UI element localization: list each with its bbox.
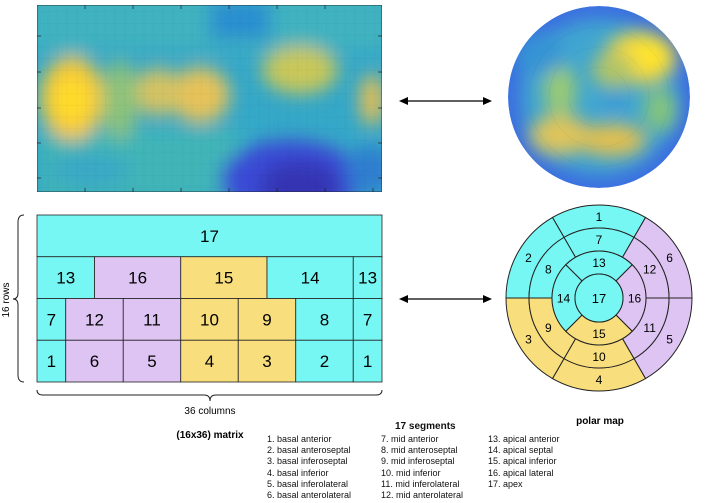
polar-segment-label: 15 (592, 327, 606, 341)
columns-label: 36 columns (184, 406, 235, 417)
legend-item: 10. mid inferior (381, 467, 441, 478)
matrix-cell-13 (352, 256, 383, 299)
matrix-cell-10 (180, 298, 239, 341)
polar-segment-17 (574, 273, 624, 323)
polar-segment-label: 2 (525, 251, 532, 265)
rows-label: 16 rows (1, 282, 12, 317)
matrix-cell-16 (94, 256, 182, 299)
polar-segment-label: 9 (545, 321, 552, 335)
matrix-cell-label: 17 (200, 227, 219, 246)
legend-item: 11. mid inferolateral (381, 478, 460, 489)
polar-segment-label: 11 (643, 321, 656, 335)
matrix-cell-12 (65, 298, 124, 341)
legend-item: 6. basal anterolateral (267, 490, 352, 501)
polar-heatmap-image (508, 6, 690, 188)
legend-item: 14. apical septal (488, 445, 554, 456)
legend-item: 4. basal inferior (267, 467, 329, 478)
polar-segment-label: 8 (545, 262, 552, 276)
matrix-cell-label: 5 (147, 352, 156, 371)
matrix-cell-label: 8 (320, 310, 329, 329)
matrix-cell-4 (180, 339, 239, 383)
matrix-cell-label: 9 (262, 310, 271, 329)
heatmap-image (37, 5, 382, 192)
polar-segment-label: 1 (596, 210, 603, 224)
matrix-cell-6 (65, 339, 124, 383)
matrix-cell-7 (352, 298, 383, 341)
columns-bracket (36, 389, 383, 402)
matrix-cell-2 (295, 339, 354, 383)
legend-title: 17 segments (395, 421, 456, 432)
matrix-cell-label: 10 (200, 310, 219, 329)
rows-bracket (12, 214, 25, 383)
matrix-cell-5 (122, 339, 182, 383)
polar-segment-label: 4 (596, 373, 603, 387)
polar-segment-label: 6 (666, 251, 673, 265)
polar-segment-label: 10 (592, 350, 606, 364)
legend-item: 13. apical anterior (488, 434, 560, 444)
matrix-cell-label: 13 (56, 269, 75, 288)
polar-segment-label: 17 (592, 291, 606, 306)
matrix-cell-label: 12 (85, 310, 104, 329)
polar-segment-label: 7 (596, 233, 603, 247)
matrix-caption: (16x36) matrix (176, 430, 244, 441)
matrix-cell-label: 7 (363, 310, 372, 329)
matrix-cell-8 (295, 298, 354, 341)
legend-item: 17. apex (488, 478, 523, 489)
legend-item: 2. basal anteroseptal (267, 445, 351, 456)
double-arrow-bottom (399, 295, 492, 303)
legend-item: 15. apical inferior (488, 456, 557, 467)
polar-segment-label: 13 (592, 256, 606, 270)
matrix-cell-label: 3 (262, 352, 271, 371)
matrix-cell-label: 14 (301, 269, 320, 288)
matrix-cell-13 (36, 256, 95, 299)
matrix-cell-label: 11 (143, 310, 161, 329)
legend-item: 1. basal anterior (267, 434, 332, 444)
polar-segment-label: 5 (666, 332, 673, 346)
matrix-cell-3 (237, 339, 297, 383)
matrix-cell-label: 4 (205, 352, 214, 371)
legend-item: 8. mid anteroseptal (381, 445, 458, 456)
legend-item: 7. mid anterior (381, 434, 439, 444)
matrix-cell-label: 13 (358, 269, 377, 288)
matrix-cell-label: 1 (363, 352, 372, 371)
matrix-cell-label: 6 (90, 352, 99, 371)
double-arrow-top (399, 97, 492, 105)
polar-caption: polar map (576, 416, 624, 427)
matrix-cell-15 (180, 256, 268, 299)
legend-item: 12. mid anterolateral (381, 490, 464, 501)
matrix-cell-label: 7 (47, 310, 56, 329)
polar-segment-label: 16 (628, 292, 642, 306)
legend-item: 16. apical lateral (488, 467, 554, 478)
legend-item: 5. basal inferolateral (267, 478, 349, 489)
legend-item: 3. basal inferoseptal (267, 456, 348, 467)
polar-segment-label: 12 (643, 262, 657, 276)
matrix-cell-1 (352, 339, 383, 383)
matrix-cell-label: 2 (320, 352, 329, 371)
matrix-cell-label: 1 (47, 352, 56, 371)
polar-segment-label: 14 (557, 292, 571, 306)
matrix-cell-label: 16 (128, 269, 147, 288)
polar-segment-label: 3 (525, 332, 532, 346)
legend-item: 9. mid inferoseptal (381, 456, 455, 467)
matrix-cell-label: 15 (214, 269, 233, 288)
